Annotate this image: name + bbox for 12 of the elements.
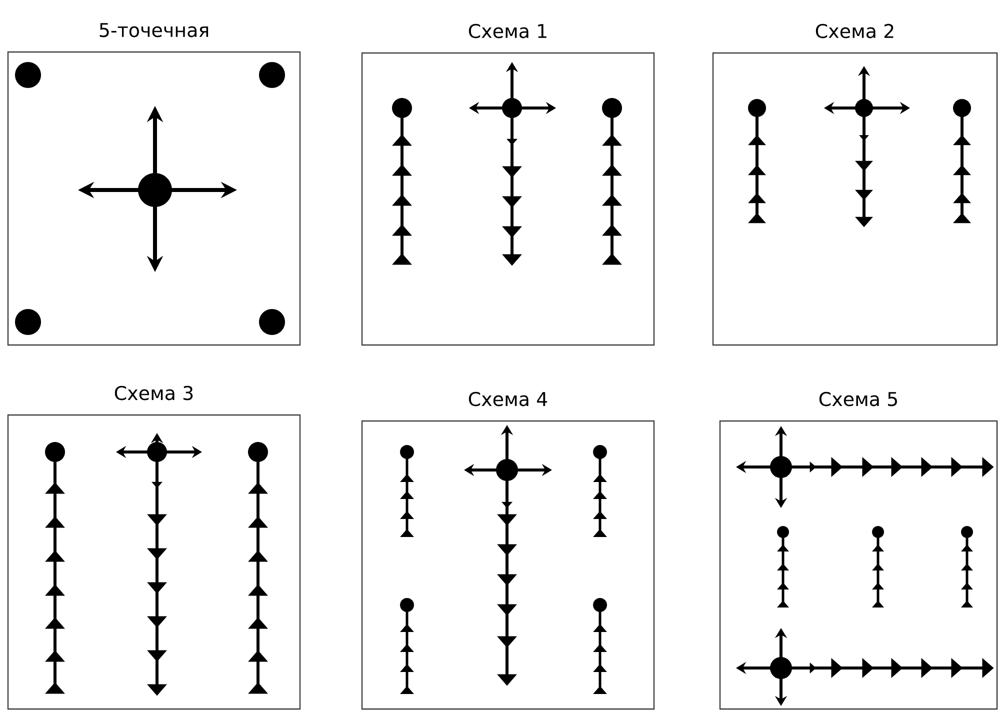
titled-panel: 5-точечная (7, 23, 301, 346)
node-label: 5-точечная (100, 23, 208, 38)
titled-panel: Схема 5 (719, 392, 998, 710)
node-label: Схема 4 (468, 392, 548, 406)
node-label: Схема 5 (819, 392, 897, 406)
node-label: Схема 2 (816, 24, 894, 38)
titled-panel: Схема 4 (361, 392, 655, 710)
titled-panel: Схема 1 (361, 24, 655, 346)
node-label: Схема 1 (468, 24, 546, 38)
titled-panel: Схема 3 (7, 386, 301, 710)
titled-panel: Схема 2 (712, 24, 998, 346)
node-label: Схема 3 (114, 386, 193, 400)
